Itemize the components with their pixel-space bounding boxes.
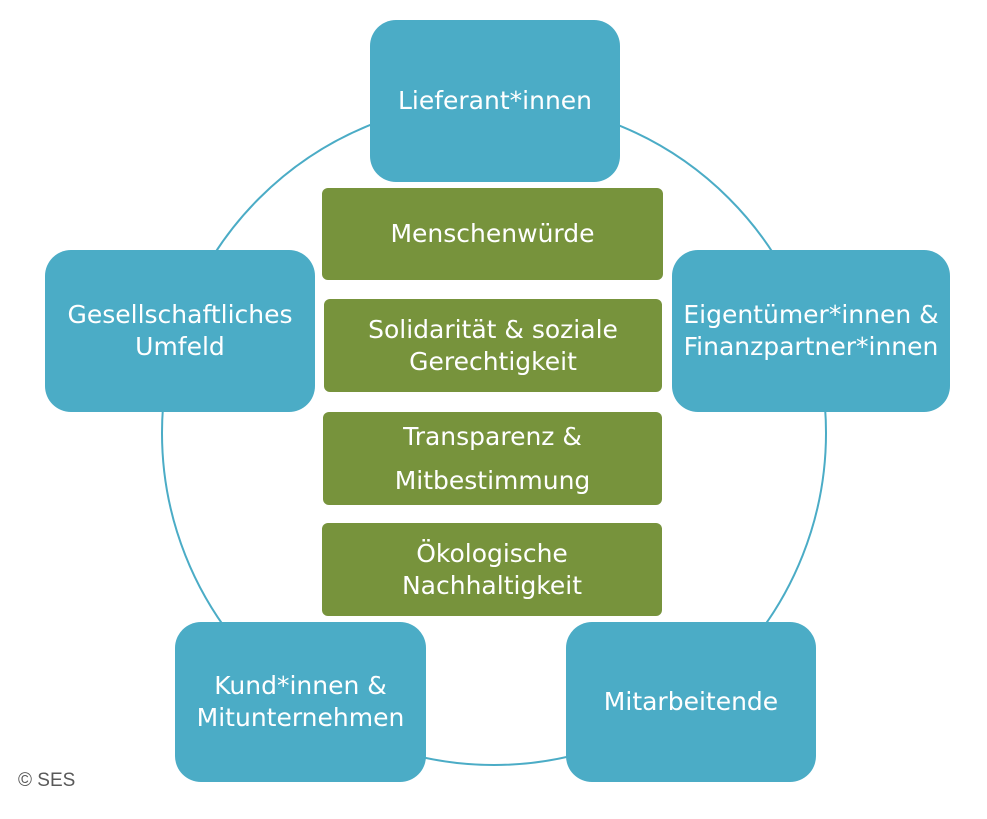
stakeholder-employees: Mitarbeitende: [566, 622, 816, 782]
value-human-dignity-label: Menschenwürde: [390, 219, 595, 248]
value-solidarity-social-justice: Solidarität & soziale Gerechtigkeit: [324, 299, 662, 392]
stakeholder-social-environment-label: Gesellschaftliches Umfeld: [67, 300, 293, 361]
value-transparency-codetermination: Transparenz & Mitbestimmung: [323, 412, 662, 505]
stakeholder-suppliers: Lieferant*innen: [370, 20, 620, 182]
stakeholder-suppliers-label: Lieferant*innen: [397, 86, 593, 115]
stakeholder-employees-label: Mitarbeitende: [603, 687, 779, 716]
copyright-notice: © SES: [18, 770, 76, 791]
stakeholder-owners-label: Eigentümer*innen & Finanzpartner*innen: [683, 300, 939, 361]
stakeholder-owners-financial-partners: Eigentümer*innen & Finanzpartner*innen: [672, 250, 950, 412]
stakeholder-social-environment: Gesellschaftliches Umfeld: [45, 250, 315, 412]
value-ecological-label: Ökologische Nachhaltigkeit: [401, 538, 583, 600]
value-human-dignity: Menschenwürde: [322, 188, 663, 280]
stakeholder-customers-co-enterprises: Kund*innen & Mitunternehmen: [175, 622, 426, 782]
stakeholder-customers-label: Kund*innen & Mitunternehmen: [196, 671, 405, 732]
value-transparency-label: Transparenz & Mitbestimmung: [394, 421, 591, 495]
value-solidarity-label: Solidarität & soziale Gerechtigkeit: [368, 314, 618, 376]
value-ecological-sustainability: Ökologische Nachhaltigkeit: [322, 523, 662, 616]
